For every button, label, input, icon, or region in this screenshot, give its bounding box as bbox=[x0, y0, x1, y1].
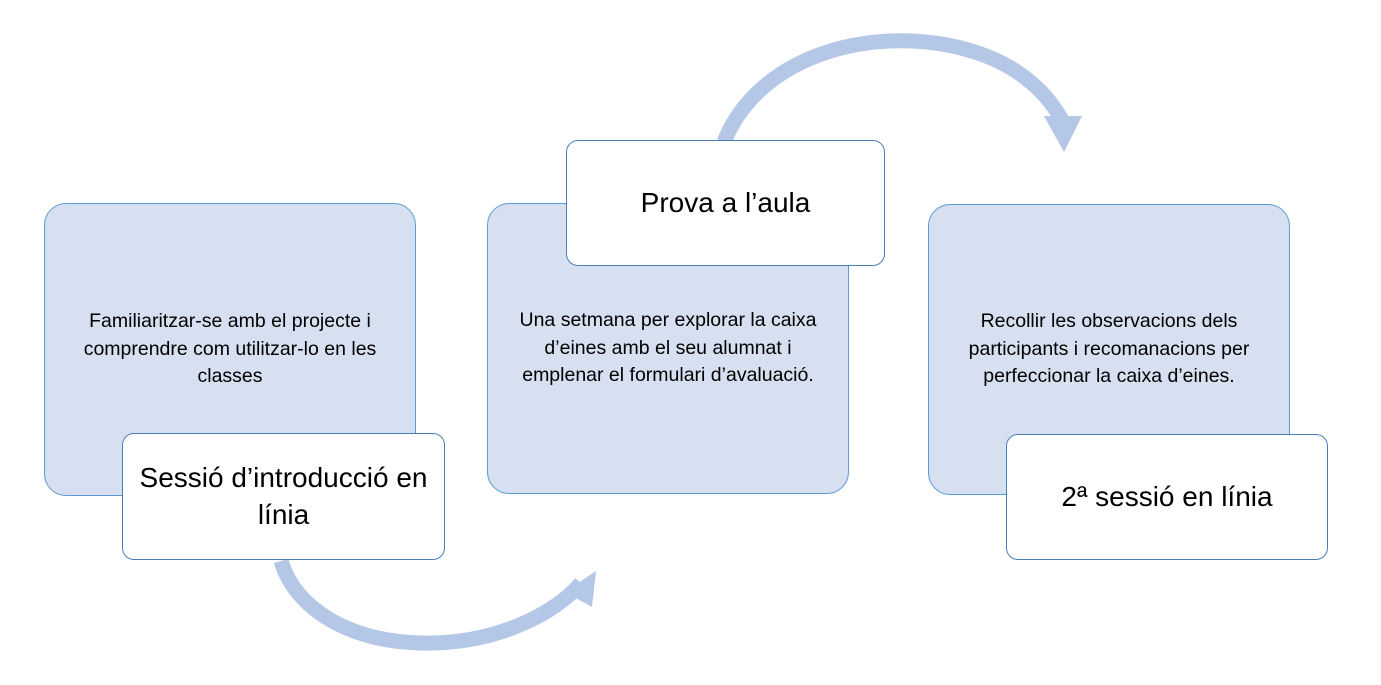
curved-arrow-up-right-icon bbox=[717, 33, 1082, 152]
stage-2-title-text: Prova a l’aula bbox=[640, 186, 811, 218]
stage-1-description-text: Familiaritzar-se amb el projecte i compr… bbox=[83, 309, 377, 388]
stage-2-description-text: Una setmana per explorar la caixa d’eine… bbox=[519, 308, 817, 387]
stage-3-title-card[interactable]: 2ª sessió en línia bbox=[1006, 434, 1328, 560]
stage-2-title-card[interactable]: Prova a l’aula bbox=[566, 140, 885, 266]
stage-1-title-text: Sessió d’introducció en línia bbox=[139, 462, 428, 530]
stage-1-title-card[interactable]: Sessió d’introducció en línia bbox=[122, 433, 445, 560]
stage-1-description-box[interactable]: Familiaritzar-se amb el projecte i compr… bbox=[44, 203, 416, 496]
stage-3-description-text: Recollir les observacions dels participa… bbox=[968, 309, 1250, 388]
curved-arrow-down-right-icon bbox=[273, 558, 596, 651]
stage-3-title-text: 2ª sessió en línia bbox=[1061, 480, 1273, 512]
